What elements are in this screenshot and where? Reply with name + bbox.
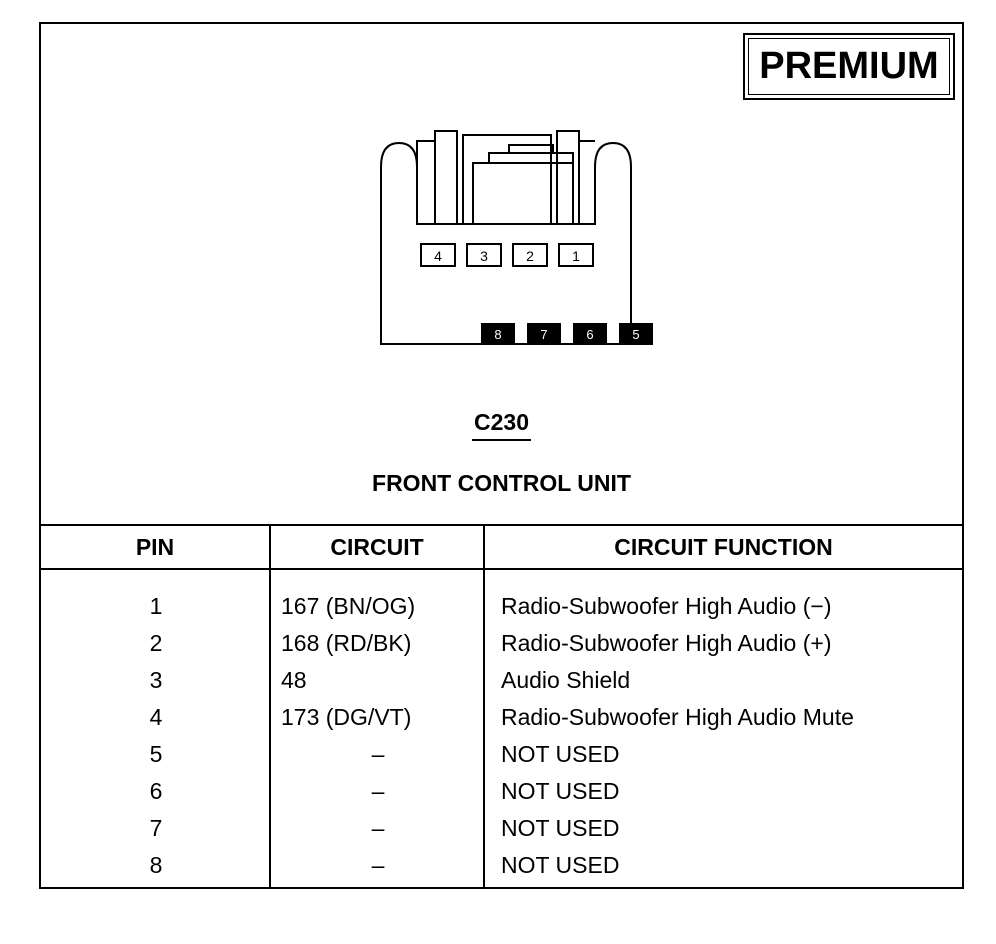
pin-cell: 3	[149, 667, 163, 693]
pin-cavity-filled	[527, 323, 561, 345]
circuit-cell: 48	[281, 667, 307, 693]
circuit-cell: –	[371, 852, 385, 878]
connector-id: C230	[472, 409, 531, 441]
pin-cell: 6	[149, 778, 163, 804]
pin-cell: 2	[149, 630, 163, 656]
pin-number: 1	[572, 248, 580, 264]
header-circuit: CIRCUIT	[330, 533, 424, 560]
pin-number: 3	[480, 248, 488, 264]
circuit-cell: –	[371, 741, 385, 767]
pin-cavity	[512, 243, 548, 267]
pin-cavity-filled	[573, 323, 607, 345]
bottom-row-pins: 8 7 6 5	[481, 323, 653, 345]
function-cell: Radio-Subwoofer High Audio Mute	[501, 704, 854, 730]
function-cell: NOT USED	[501, 852, 620, 878]
pin-cell: 1	[149, 593, 163, 619]
connector-key	[472, 152, 574, 224]
circuit-cell: –	[371, 815, 385, 841]
pin-cavity	[420, 243, 456, 267]
pin-cell: 7	[149, 815, 163, 841]
function-cell: Audio Shield	[501, 667, 631, 693]
premium-badge: PREMIUM	[743, 33, 955, 100]
header-pin: PIN	[135, 533, 175, 560]
function-cell: Radio-Subwoofer High Audio (−)	[501, 593, 832, 619]
connector-key-tab	[508, 144, 554, 154]
column-divider	[483, 526, 485, 889]
circuit-cell: 168 (RD/BK)	[281, 630, 412, 656]
connector-latch	[416, 130, 595, 225]
pin-cavity-filled	[481, 323, 515, 345]
premium-label: PREMIUM	[759, 45, 939, 87]
pin-cavity	[466, 243, 502, 267]
pin-number: 2	[526, 248, 534, 264]
pin-number: 5	[632, 327, 639, 342]
diagram-frame: PREMIUM 4 3 2 1 8 7 6 5	[39, 22, 964, 889]
component-name: FRONT CONTROL UNIT	[372, 470, 631, 496]
pin-number: 7	[540, 327, 547, 342]
circuit-cell: 173 (DG/VT)	[281, 704, 412, 730]
circuit-cell: –	[371, 778, 385, 804]
pin-cell: 8	[149, 852, 163, 878]
connector-id-wrap: C230	[41, 409, 962, 441]
pin-number: 6	[586, 327, 593, 342]
pin-number: 4	[434, 248, 442, 264]
header-circuit-function: CIRCUIT FUNCTION	[614, 533, 833, 560]
pin-cell: 4	[149, 704, 163, 730]
function-cell: Radio-Subwoofer High Audio (+)	[501, 630, 832, 656]
connector-face-drawing: 4 3 2 1 8 7 6 5	[380, 130, 653, 345]
header-rule	[41, 568, 962, 570]
function-cell: NOT USED	[501, 741, 620, 767]
function-cell: NOT USED	[501, 815, 620, 841]
pin-table: PIN CIRCUIT CIRCUIT FUNCTION 1 167 (BN/O…	[41, 524, 962, 889]
function-cell: NOT USED	[501, 778, 620, 804]
pin-cavity	[558, 243, 594, 267]
connector-housing	[380, 141, 632, 345]
circuit-cell: 167 (BN/OG)	[281, 593, 416, 619]
pin-number: 8	[494, 327, 501, 342]
pin-cavity-filled	[619, 323, 653, 345]
column-divider	[269, 526, 271, 889]
pin-cell: 5	[149, 741, 163, 767]
top-row-pins: 4 3 2 1	[420, 243, 594, 267]
